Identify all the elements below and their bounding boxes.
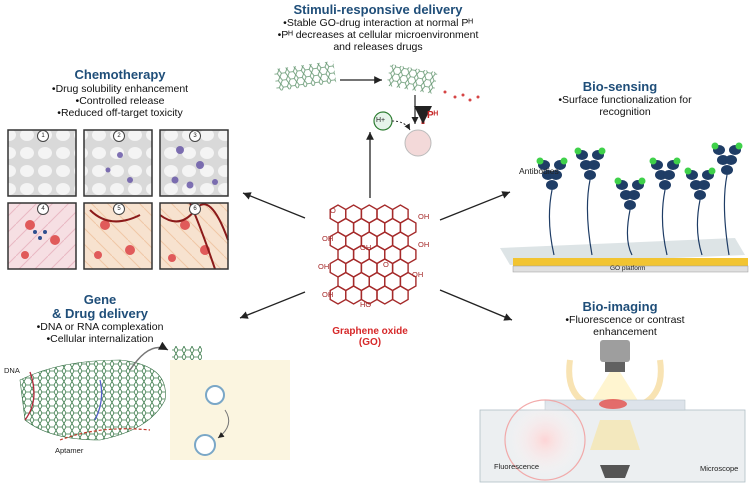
antibody — [536, 157, 568, 190]
bioimaging-bullet-2: enhancement — [593, 326, 657, 338]
chemo-stage-4: 4 — [37, 203, 49, 215]
go-group-ho-1: HO — [360, 300, 372, 309]
go-group-o-1: O — [330, 206, 336, 215]
go-group-oh-3: OH — [322, 290, 334, 299]
stimuli-art — [273, 60, 480, 157]
bioimaging-title: Bio-imaging — [582, 299, 658, 314]
antibody — [684, 167, 716, 200]
go-group-oh-5: OH — [418, 240, 430, 249]
antibody-tether — [661, 189, 668, 256]
antibody-tether — [723, 174, 730, 256]
fluorescence-label: Fluorescence — [494, 462, 540, 471]
chemo-stage-6: 6 — [189, 203, 201, 215]
chemo-bullets: •Drug solubility enhancement •Controlled… — [20, 83, 220, 119]
chemo-stage-1: 1 — [37, 130, 49, 142]
go-group-oh-6: OH — [412, 270, 424, 279]
microscope-label: Microscope — [700, 464, 739, 473]
chemo-stage-2: 2 — [113, 130, 125, 142]
h-ion-label: H+ — [376, 117, 386, 124]
biosensing-art — [500, 142, 749, 273]
antibody — [574, 147, 606, 180]
go-group-oh-2: OH — [318, 262, 330, 271]
go-label: Graphene oxide (GO) — [320, 326, 420, 348]
gene-title-line1: Gene — [83, 292, 117, 307]
stimuli-bullets: •Stable GO-drug interaction at normal Pᴴ… — [228, 17, 528, 53]
stimuli-bullet-1: •Stable GO-drug interaction at normal Pᴴ — [283, 17, 473, 29]
antibody — [711, 142, 743, 175]
graphene-oxide-lattice — [329, 204, 417, 305]
chemo-bullet-1: •Drug solubility enhancement — [51, 83, 189, 95]
biosensing-bullet-2: recognition — [599, 106, 651, 118]
biosensing-title: Bio-sensing — [582, 79, 658, 94]
antibody — [614, 177, 646, 210]
chemo-bullet-3: •Reduced off-target toxicity — [57, 107, 183, 119]
antibody-tether — [548, 189, 555, 256]
antibody-tether — [696, 199, 703, 256]
stimuli-bullet-3: and releases drugs — [333, 41, 423, 53]
gene-bullet-2: •Cellular internalization — [46, 333, 154, 345]
antibody-tether — [586, 179, 593, 256]
go-label-line2: (GO) — [358, 337, 382, 348]
go-group-oh-4: OH — [418, 212, 430, 221]
antibody-tether — [626, 209, 633, 256]
gene-art — [19, 341, 290, 460]
dna-label: DNA — [4, 366, 20, 375]
chemo-panels — [7, 129, 229, 270]
go-group-oh-7: OH — [360, 243, 372, 252]
bioimaging-bullet-1: •Fluorescence or contrast — [565, 314, 685, 326]
antibody — [649, 157, 681, 190]
go-hexagon — [391, 285, 409, 305]
aptamer-label: Aptamer — [55, 446, 84, 455]
go-label-line1: Graphene oxide — [332, 326, 408, 337]
bioimaging-bullets: •Fluorescence or contrast enhancement — [540, 314, 710, 338]
gene-bullets: •DNA or RNA complexation •Cellular inter… — [15, 321, 185, 345]
antibodies-label: Antibodies — [519, 166, 559, 176]
chemo-title: Chemotherapy — [74, 67, 166, 82]
go-group-oh-1: OH — [322, 234, 334, 243]
go-group-o-2: O — [383, 260, 389, 269]
ph-label: Pᴴ — [427, 110, 439, 121]
biosensing-bullet-1: •Surface functionalization for — [558, 94, 692, 106]
hub-arrows — [239, 132, 513, 321]
stimuli-title: Stimuli-responsive delivery — [293, 2, 463, 17]
go-hexagon — [376, 285, 394, 305]
stimuli-bullet-2: •Pᴴ decreases at cellular microenvironme… — [277, 29, 479, 41]
gene-title-line2: & Drug delivery — [51, 306, 149, 321]
chemo-stage-5: 5 — [113, 203, 125, 215]
gene-bullet-1: •DNA or RNA complexation — [36, 321, 164, 333]
go-platform-label: GO platform — [610, 265, 646, 272]
chemo-bullet-2: •Controlled release — [75, 95, 165, 107]
chemo-stage-3: 3 — [189, 130, 201, 142]
biosensing-bullets: •Surface functionalization for recogniti… — [540, 94, 710, 118]
bioimaging-art — [479, 340, 746, 483]
